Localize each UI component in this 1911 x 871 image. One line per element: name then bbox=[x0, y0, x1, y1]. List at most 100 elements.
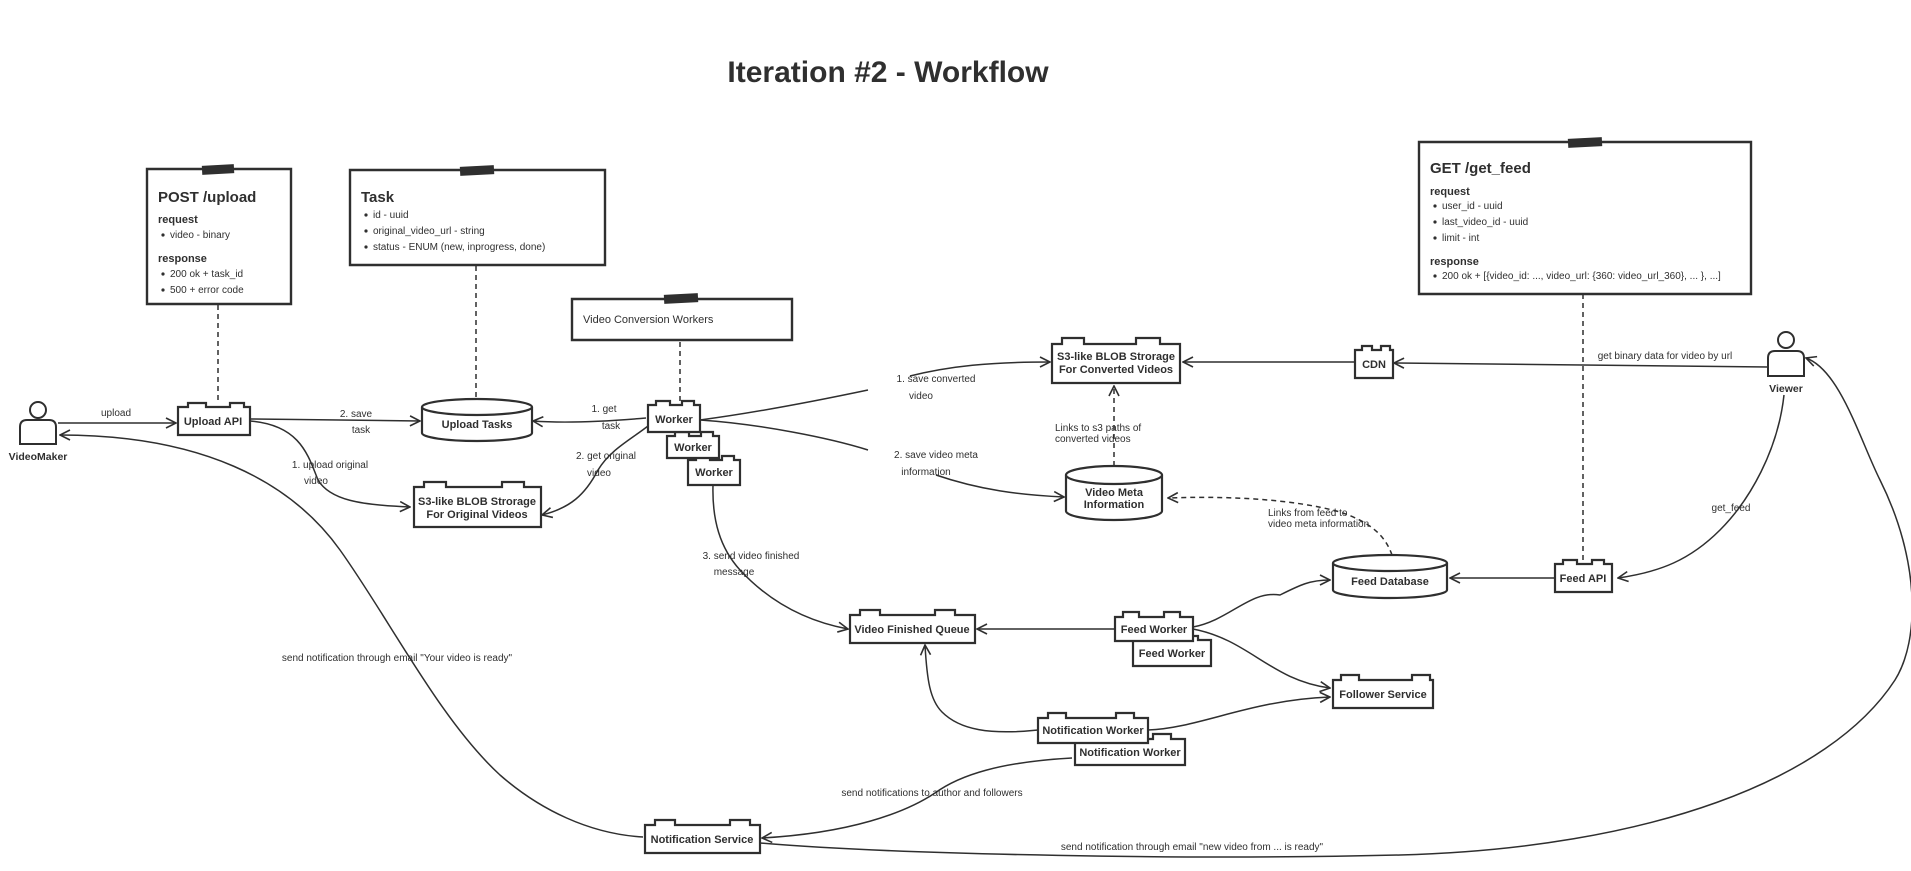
database-label-line-1: Video Meta bbox=[1085, 487, 1144, 499]
component-label: Follower Service bbox=[1339, 689, 1426, 701]
component-label-line-1: S3-like BLOB Strorage bbox=[418, 496, 536, 508]
edge-feedworker-db bbox=[1192, 580, 1330, 628]
component-label: Video Finished Queue bbox=[854, 624, 969, 636]
label-notify-new-video: send notification through email "new vid… bbox=[1061, 842, 1324, 853]
person-icon bbox=[29, 401, 47, 419]
component-feed-api: Feed API bbox=[1553, 558, 1614, 594]
component-frame bbox=[176, 401, 252, 437]
label-get-task-1: 1. get bbox=[591, 404, 616, 415]
label-notify-author-followers: send notifications to author and followe… bbox=[841, 788, 1022, 799]
component-label: Feed Worker bbox=[1139, 648, 1206, 660]
component-frame bbox=[1050, 336, 1182, 385]
component-label: Feed Worker bbox=[1121, 624, 1188, 636]
label-get-original-2: video bbox=[587, 468, 611, 479]
label-get-task-2: task bbox=[602, 421, 621, 432]
component-label: CDN bbox=[1362, 359, 1386, 371]
label-send-finished-1: 3. send video finished bbox=[703, 551, 800, 562]
note-post-upload-frame bbox=[145, 167, 293, 306]
database-upload-tasks: Upload Tasks bbox=[420, 397, 534, 443]
component-frame bbox=[1553, 558, 1614, 594]
bullet-icon bbox=[161, 288, 165, 292]
component-label: Notification Worker bbox=[1079, 747, 1181, 759]
note-item: 200 ok + [{video_id: ..., video_url: {36… bbox=[1442, 271, 1721, 282]
component-notification-worker-1: Notification Worker bbox=[1036, 711, 1150, 745]
note-title: GET /get_feed bbox=[1430, 160, 1531, 177]
database-body bbox=[1064, 475, 1164, 522]
component-notification-service: Notification Service bbox=[643, 818, 762, 855]
component-upload-api: Upload API bbox=[176, 401, 252, 437]
database-top bbox=[1331, 553, 1449, 573]
database-top bbox=[1064, 464, 1164, 486]
label-upload-original-2: video bbox=[304, 476, 328, 487]
note-video-conversion-workers: Video Conversion Workers bbox=[570, 293, 794, 342]
note-heading: response bbox=[158, 253, 207, 265]
component-label-line-1: S3-like BLOB Strorage bbox=[1057, 351, 1175, 363]
edge-notify-author-followers bbox=[762, 757, 1073, 838]
component-frame bbox=[1113, 610, 1195, 643]
bullet-icon bbox=[1433, 236, 1437, 240]
edge-notifworker-follower bbox=[1147, 697, 1330, 731]
actor-videomaker: VideoMaker bbox=[9, 401, 68, 463]
database-body bbox=[1331, 563, 1449, 600]
note-item: user_id - uuid bbox=[1442, 201, 1503, 212]
label-save-converted-1: 1. save converted bbox=[897, 374, 976, 385]
component-label: Worker bbox=[655, 414, 693, 426]
component-s3-converted: S3-like BLOB Strorage For Converted Vide… bbox=[1050, 336, 1182, 385]
note-heading: request bbox=[158, 214, 198, 226]
bullet-icon bbox=[1433, 274, 1437, 278]
tape-icon bbox=[201, 164, 235, 175]
label-save-meta-2: information bbox=[901, 467, 950, 478]
note-item: original_video_url - string bbox=[373, 226, 485, 237]
component-label-line-2: For Original Videos bbox=[426, 509, 527, 521]
component-frame bbox=[643, 818, 762, 855]
note-item: last_video_id - uuid bbox=[1442, 217, 1528, 228]
label-save-converted-2: video bbox=[909, 391, 933, 402]
component-feed-worker-2: Feed Worker bbox=[1131, 634, 1213, 668]
edge-get-task bbox=[533, 418, 647, 422]
component-frame bbox=[1036, 711, 1150, 745]
label-get-binary: get binary data for video by url bbox=[1598, 351, 1733, 362]
label-upload-original-1: 1. upload original bbox=[292, 460, 368, 471]
tape-icon bbox=[663, 293, 699, 304]
component-frame bbox=[1353, 344, 1395, 380]
component-worker-1: Worker bbox=[646, 399, 702, 434]
label-send-finished-2: message bbox=[714, 567, 755, 578]
component-s3-original: S3-like BLOB Strorage For Original Video… bbox=[412, 480, 543, 529]
label-save-task-1: 2. save bbox=[340, 409, 373, 420]
component-follower-service: Follower Service bbox=[1331, 673, 1435, 710]
database-feed: Feed Database bbox=[1331, 553, 1449, 600]
database-label-line-2: Information bbox=[1084, 499, 1145, 511]
bullet-icon bbox=[364, 213, 368, 217]
edge-notifworker-queue bbox=[925, 645, 1039, 733]
note-title: Task bbox=[361, 189, 395, 206]
actor-label: VideoMaker bbox=[9, 451, 68, 463]
label-links-feed-2: video meta information bbox=[1268, 519, 1369, 530]
tape-icon bbox=[1567, 137, 1603, 148]
note-get-feed: GET /get_feed request user_id - uuid las… bbox=[1417, 137, 1753, 296]
label-get-original-1: 2. get original bbox=[576, 451, 636, 462]
edge-labels: upload 2. save task 1. upload original v… bbox=[101, 351, 1750, 853]
label-save-meta-1: 2. save video meta bbox=[894, 450, 978, 461]
component-label: Worker bbox=[674, 442, 712, 454]
bullet-icon bbox=[1433, 204, 1437, 208]
database-top bbox=[420, 397, 534, 417]
note-heading: request bbox=[1430, 186, 1470, 198]
edge-upload-original bbox=[249, 420, 410, 507]
edge-notify-ready bbox=[60, 435, 644, 838]
database-body bbox=[420, 407, 534, 443]
bullet-icon bbox=[161, 272, 165, 276]
component-label: Notification Service bbox=[651, 834, 754, 846]
bullet-icon bbox=[1433, 220, 1437, 224]
bullet-icon bbox=[161, 233, 165, 237]
component-worker-3: Worker bbox=[686, 454, 742, 487]
note-title: Video Conversion Workers bbox=[583, 314, 714, 326]
edge-save-meta bbox=[935, 474, 1064, 497]
edge-links-feed bbox=[1168, 497, 1393, 556]
note-item: 200 ok + task_id bbox=[170, 269, 243, 280]
edge-save-task bbox=[249, 419, 420, 421]
component-worker-2: Worker bbox=[665, 430, 721, 460]
label-save-task-2: task bbox=[352, 425, 371, 436]
database-video-meta: Video Meta Information bbox=[1064, 464, 1164, 522]
component-cdn: CDN bbox=[1353, 344, 1395, 380]
edges bbox=[58, 266, 1911, 858]
